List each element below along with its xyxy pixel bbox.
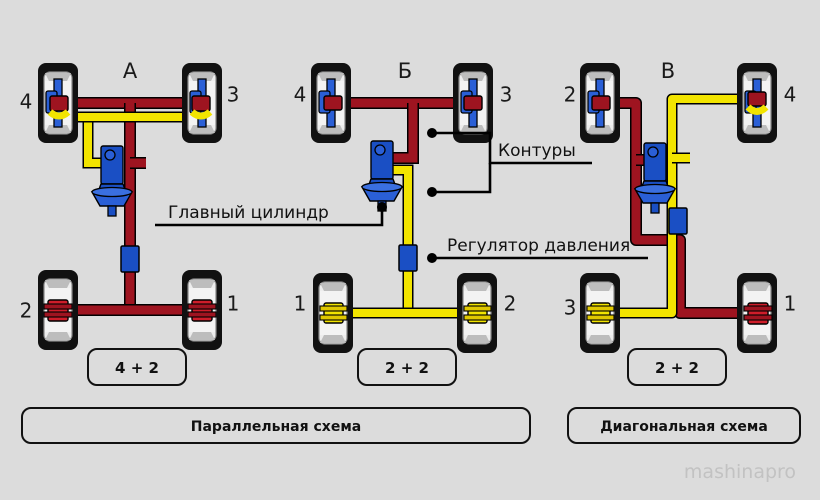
diagram-v-wheel-label-1: 1 [784, 292, 797, 316]
diagram-a-red-circuit [60, 97, 200, 316]
svg-text:2 + 2: 2 + 2 [655, 359, 699, 377]
diagram-b-wheel-label-4: 4 [294, 83, 307, 107]
caption-diagonal-label: Диагональная схема [600, 419, 768, 435]
diagram-b-letter: Б [398, 59, 412, 83]
diagram-v-circuit-badge: 2 + 2 [627, 348, 727, 386]
diagram-a-wheel-label-2: 2 [20, 299, 33, 323]
diagram-v-wheel-label-3: 3 [564, 296, 577, 320]
diagram-v-rear-right-cylinder [743, 302, 773, 325]
diagram-v-front-right-cylinder [747, 91, 767, 107]
diagram-b: Б 4 3 1 2 2 + 2 [294, 59, 517, 386]
caption-parallel-label: Параллельная схема [191, 419, 361, 435]
diagram-b-red-circuit [330, 97, 470, 164]
diagram-v-letter: В [661, 59, 675, 83]
diagram-v-wheel-label-2: 2 [564, 83, 577, 107]
diagram-b-wheel-label-1: 1 [294, 292, 307, 316]
diagram-b-wheel-label-2: 2 [504, 292, 517, 316]
callout-circuits-label: Контуры [498, 141, 576, 161]
diagram-b-front-right-cylinder [463, 95, 483, 111]
svg-text:4 + 2: 4 + 2 [115, 359, 159, 377]
diagram-a-letter: А [123, 59, 138, 83]
diagram-b-circuit-badge: 2 + 2 [357, 348, 457, 386]
diagram-v-front-left-cylinder [591, 95, 611, 111]
watermark: mashinapro [684, 461, 796, 483]
diagram-b-front-left-cylinder [323, 95, 343, 111]
diagram-v-rear-left-cylinder [586, 302, 615, 324]
diagram-a-front-left-cylinder [49, 95, 69, 112]
diagram-b-rear-left-cylinder [319, 302, 348, 324]
diagram-a-wheel-label-1: 1 [227, 292, 240, 316]
caption-parallel: Параллельная схема [21, 407, 531, 444]
diagram-b-pressure-regulator [398, 244, 418, 272]
diagram-a-circuit-badge: 4 + 2 [87, 348, 187, 386]
diagram-a-pressure-regulator [120, 245, 140, 273]
callout-pressure-regulator: Регулятор давления [427, 236, 648, 263]
callout-pressure-regulator-label: Регулятор давления [447, 236, 630, 256]
callout-circuits: Контуры [427, 128, 592, 197]
callout-master-cylinder: Главный цилиндр [155, 202, 387, 227]
diagram-v: В 2 4 3 1 2 + 2 [564, 59, 797, 386]
diagram-a: А 4 3 2 1 4 + 2 [20, 59, 240, 386]
diagram-v-wheel-label-4: 4 [784, 83, 797, 107]
diagram-b-rear-right-cylinder [463, 302, 492, 324]
diagram-b-wheel-label-3: 3 [500, 83, 513, 107]
diagram-a-front-right-cylinder [191, 95, 211, 112]
caption-diagonal: Диагональная схема [567, 407, 801, 444]
diagram-a-wheel-label-3: 3 [227, 83, 240, 107]
diagram-v-pressure-regulator [668, 207, 688, 235]
diagram-a-rear-left-cylinder [43, 299, 73, 322]
diagram-v-yellow-circuit [608, 93, 752, 319]
diagram-a-wheel-label-4: 4 [20, 90, 33, 114]
callout-master-cylinder-label: Главный цилиндр [168, 203, 329, 223]
svg-text:2 + 2: 2 + 2 [385, 359, 429, 377]
diagram-a-rear-right-cylinder [187, 299, 217, 322]
